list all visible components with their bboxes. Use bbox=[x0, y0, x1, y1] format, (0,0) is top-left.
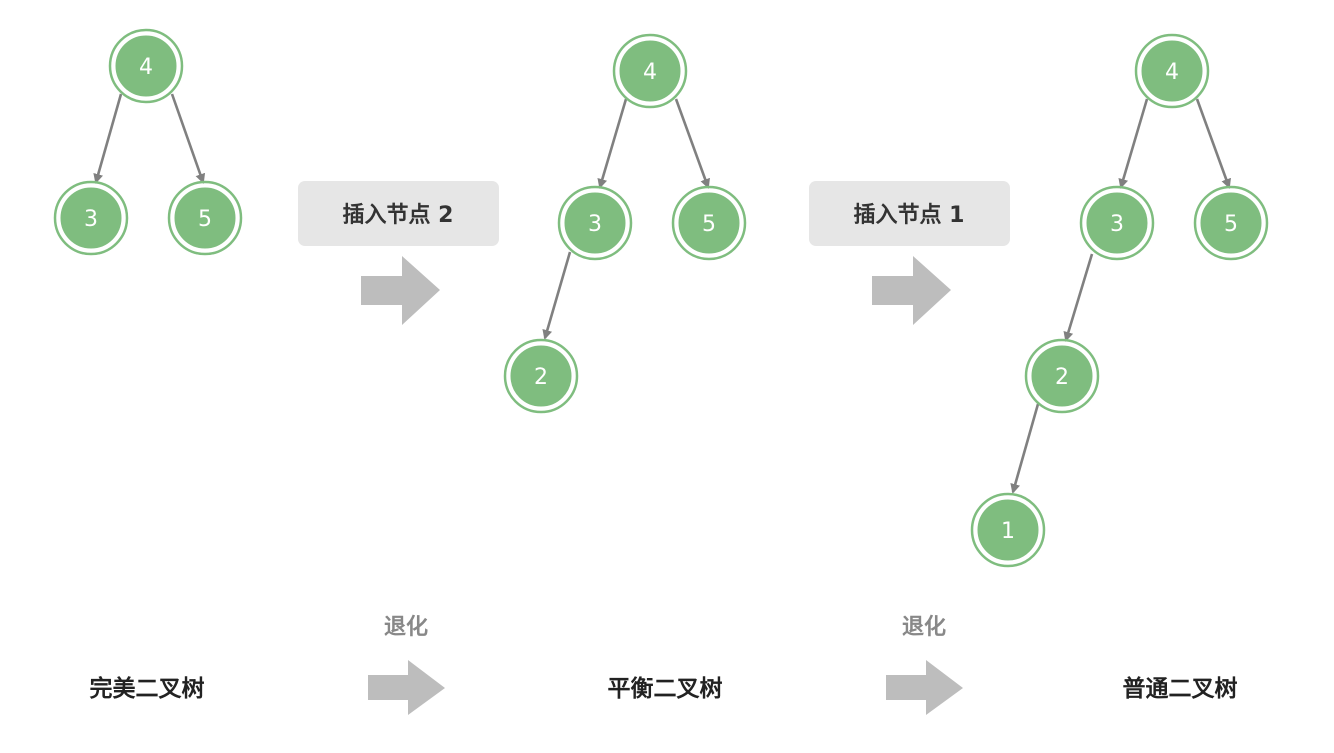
step-insert-1: 插入节点 1 bbox=[809, 181, 1010, 325]
tree-name-perfect: 完美二叉树 bbox=[90, 675, 205, 702]
tree-node-2: 2 bbox=[1024, 338, 1100, 414]
tree-node-5: 5 bbox=[1193, 185, 1269, 261]
step-label-box bbox=[809, 181, 1010, 246]
degrade-label: 退化 bbox=[902, 614, 946, 640]
tree-node-4: 4 bbox=[1134, 33, 1210, 109]
tree-node-2: 2 bbox=[503, 338, 579, 414]
node-value: 2 bbox=[1055, 365, 1069, 390]
tree-balanced: 4 3 5 2 bbox=[503, 33, 747, 414]
tree-node-1: 1 bbox=[970, 492, 1046, 568]
node-value: 4 bbox=[643, 60, 657, 85]
tree-name-ordinary: 普通二叉树 bbox=[1123, 675, 1238, 702]
edge-4-5 bbox=[1195, 98, 1231, 189]
tree-node-4: 4 bbox=[108, 28, 184, 104]
edge-4-3 bbox=[597, 98, 628, 189]
step-arrow bbox=[361, 256, 440, 325]
tree-node-4: 4 bbox=[612, 33, 688, 109]
step-insert-2: 插入节点 2 bbox=[298, 181, 499, 325]
degrade-arrow bbox=[368, 660, 445, 715]
step-label: 插入节点 1 bbox=[854, 202, 965, 228]
edge-4-3 bbox=[93, 93, 123, 184]
step-arrow bbox=[872, 256, 951, 325]
node-value: 4 bbox=[1165, 60, 1179, 85]
degrade-arrow bbox=[886, 660, 963, 715]
edge-4-3 bbox=[1118, 98, 1149, 189]
edge-3-2 bbox=[542, 251, 572, 340]
node-value: 5 bbox=[1224, 212, 1238, 237]
node-value: 3 bbox=[84, 207, 98, 232]
node-value: 2 bbox=[534, 365, 548, 390]
step-label: 插入节点 2 bbox=[343, 202, 454, 228]
tree-node-3: 3 bbox=[53, 180, 129, 256]
degrade-label: 退化 bbox=[384, 614, 428, 640]
tree-node-3: 3 bbox=[1079, 185, 1155, 261]
bottom-caption-row: 完美二叉树 退化 平衡二叉树 退化 普通二叉树 bbox=[90, 614, 1238, 715]
tree-node-5: 5 bbox=[167, 180, 243, 256]
tree-node-5: 5 bbox=[671, 185, 747, 261]
node-value: 5 bbox=[198, 207, 212, 232]
node-value: 3 bbox=[588, 212, 602, 237]
node-value: 5 bbox=[702, 212, 716, 237]
tree-node-3: 3 bbox=[557, 185, 633, 261]
node-value: 1 bbox=[1001, 519, 1015, 544]
node-value: 4 bbox=[139, 55, 153, 80]
tree-perfect: 4 3 5 bbox=[53, 28, 243, 256]
tree-ordinary: 4 3 5 2 1 bbox=[970, 33, 1269, 568]
edge-3-2 bbox=[1063, 253, 1094, 342]
step-label-box bbox=[298, 181, 499, 246]
node-value: 3 bbox=[1110, 212, 1124, 237]
tree-name-balanced: 平衡二叉树 bbox=[608, 675, 723, 702]
edge-4-5 bbox=[170, 93, 206, 184]
edge-2-1 bbox=[1010, 403, 1040, 494]
edge-4-5 bbox=[674, 98, 710, 189]
